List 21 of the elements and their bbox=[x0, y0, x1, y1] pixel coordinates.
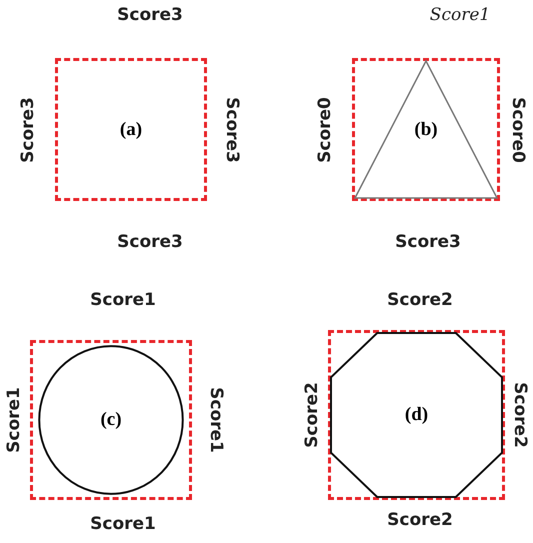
score-label: Score1 bbox=[206, 387, 226, 453]
dashed-square bbox=[55, 58, 207, 201]
score-label: Score2 bbox=[387, 290, 453, 310]
score-label: Score0 bbox=[508, 97, 528, 163]
panel-label: (d) bbox=[404, 404, 428, 426]
score-label: Score3 bbox=[222, 97, 242, 163]
score-label: Score3 bbox=[117, 232, 183, 252]
score-label: Score1 bbox=[430, 5, 490, 25]
score-label: Score3 bbox=[395, 232, 461, 252]
score-label: Score3 bbox=[18, 97, 38, 163]
panel-label: (b) bbox=[414, 118, 438, 140]
panel-label: (a) bbox=[120, 118, 142, 140]
score-label: Score2 bbox=[510, 382, 530, 448]
score-label: Score2 bbox=[387, 510, 453, 530]
score-label: Score1 bbox=[90, 290, 156, 310]
score-label: Score0 bbox=[315, 97, 335, 163]
score-label: Score1 bbox=[90, 514, 156, 534]
score-label: Score3 bbox=[117, 5, 183, 25]
score-label: Score2 bbox=[302, 382, 322, 448]
panel-label: (c) bbox=[100, 409, 122, 431]
score-label: Score1 bbox=[4, 387, 24, 453]
